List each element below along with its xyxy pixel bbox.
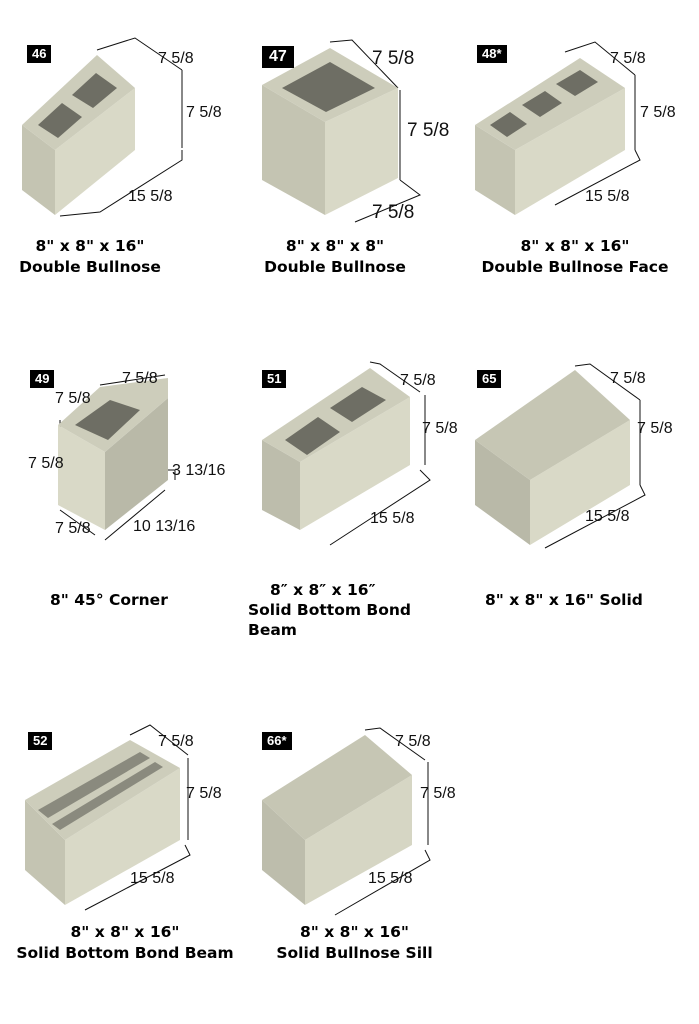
block-end-face bbox=[262, 85, 325, 215]
block-long-face bbox=[65, 768, 180, 905]
block-52-caption: 8" x 8" x 16" Solid Bottom Bond Beam bbox=[10, 922, 240, 964]
block-46-drawing bbox=[22, 55, 135, 215]
caption-size: 8" x 8" x 16" bbox=[520, 237, 630, 255]
caption-name: Solid Bottom Bond Beam bbox=[16, 944, 234, 962]
caption-name: Double Bullnose Face bbox=[481, 258, 669, 276]
block-48-drawing bbox=[475, 58, 625, 215]
block-47-drawing bbox=[262, 48, 398, 215]
block-number-badge: 51 bbox=[262, 370, 287, 388]
block-47-caption: 8" x 8" x 8" Double Bullnose bbox=[255, 236, 415, 278]
dimension-length: 15 5/8 bbox=[368, 870, 413, 887]
dimension-depth: 7 5/8 bbox=[400, 372, 436, 389]
block-end-face bbox=[58, 425, 105, 530]
block-number-badge: 49 bbox=[30, 370, 55, 388]
block-long-face bbox=[300, 397, 410, 530]
dimension-height: 7 5/8 bbox=[407, 120, 450, 141]
block-core-hole bbox=[330, 387, 386, 422]
block-long-face bbox=[105, 398, 168, 530]
dimension-height: 7 5/8 bbox=[420, 785, 456, 802]
dimension-length: 15 5/8 bbox=[585, 188, 630, 205]
block-65-caption: 8" x 8" x 16" Solid bbox=[485, 590, 643, 611]
block-top-face bbox=[262, 735, 412, 840]
block-long-face bbox=[530, 420, 630, 545]
caption-size: 8" x 8" x 16" bbox=[35, 237, 145, 255]
block-core-hole bbox=[72, 73, 117, 108]
dimension-top: 7 5/8 bbox=[122, 370, 158, 387]
dimension-height: 7 5/8 bbox=[422, 420, 458, 437]
block-number-badge: 48* bbox=[477, 45, 507, 63]
block-number-badge: 65 bbox=[477, 370, 502, 388]
block-long-face bbox=[305, 775, 412, 905]
block-number-badge: 46 bbox=[27, 45, 52, 63]
block-66-caption: 8" x 8" x 16" Solid Bullnose Sill bbox=[262, 922, 447, 964]
dimension-depth: 7 5/8 bbox=[158, 50, 194, 67]
caption-name: Solid Bullnose Sill bbox=[276, 944, 433, 962]
block-core-hole bbox=[522, 91, 562, 117]
block-number-badge: 52 bbox=[28, 732, 53, 750]
caption-name: 8" 45° Corner bbox=[50, 591, 168, 609]
block-46-caption: 8" x 8" x 16" Double Bullnose bbox=[10, 236, 170, 278]
caption-size: 8" x 8" x 16" bbox=[300, 923, 409, 941]
dimension-depth: 7 5/8 bbox=[55, 390, 91, 407]
block-channel bbox=[38, 752, 150, 818]
block-core-hole bbox=[490, 112, 527, 137]
dimension-depth: 7 5/8 bbox=[395, 733, 431, 750]
block-core-hole bbox=[285, 417, 340, 455]
dimension-length: 10 13/16 bbox=[133, 518, 196, 535]
caption-name-cont: Beam bbox=[248, 621, 297, 639]
dimension-depth: 7 5/8 bbox=[372, 48, 415, 69]
block-top-face bbox=[25, 740, 180, 840]
block-core-hole bbox=[75, 400, 140, 440]
block-number-badge: 66* bbox=[262, 732, 292, 750]
dimension-length: 15 5/8 bbox=[585, 508, 630, 525]
caption-name: Solid Bottom Bond bbox=[248, 601, 411, 619]
block-end-face bbox=[262, 440, 300, 530]
block-long-face bbox=[325, 88, 398, 215]
caption-name: Double Bullnose bbox=[264, 258, 406, 276]
caption-name: Double Bullnose bbox=[19, 258, 161, 276]
dimension-length: 7 5/8 bbox=[372, 202, 415, 223]
block-end-face bbox=[262, 800, 305, 905]
dimension-length: 15 5/8 bbox=[128, 188, 173, 205]
dimension-depth: 7 5/8 bbox=[610, 50, 646, 67]
block-end-face bbox=[475, 440, 530, 545]
caption-size: 8" x 8" x 16" bbox=[70, 923, 180, 941]
dimension-height: 7 5/8 bbox=[186, 785, 222, 802]
block-core-hole bbox=[282, 62, 375, 112]
block-top-face bbox=[475, 370, 630, 480]
block-core-hole bbox=[556, 70, 598, 96]
block-66-drawing bbox=[262, 735, 412, 905]
dimension-height: 7 5/8 bbox=[637, 420, 673, 437]
dimension-length: 15 5/8 bbox=[370, 510, 415, 527]
block-end-face bbox=[475, 125, 515, 215]
caption-size: 8" x 8" x 8" bbox=[285, 237, 385, 255]
block-core-hole bbox=[38, 103, 82, 138]
dimension-depth: 7 5/8 bbox=[158, 733, 194, 750]
dimension-width: 7 5/8 bbox=[55, 520, 91, 537]
dimension-depth: 7 5/8 bbox=[610, 370, 646, 387]
block-number-badge: 47 bbox=[262, 46, 294, 68]
block-52-drawing bbox=[25, 740, 180, 905]
block-65-drawing bbox=[475, 370, 630, 545]
block-long-face bbox=[515, 88, 625, 215]
caption-name: 8" x 8" x 16" Solid bbox=[485, 591, 643, 609]
block-51-caption: 8″ x 8″ x 16″ Solid Bottom Bond Beam bbox=[248, 580, 411, 640]
block-49-drawing bbox=[58, 378, 168, 530]
block-51-drawing bbox=[262, 368, 410, 530]
block-end-face bbox=[25, 800, 65, 905]
block-49-caption: 8" 45° Corner bbox=[50, 590, 168, 611]
dimension-height: 7 5/8 bbox=[186, 104, 222, 121]
dimension-length: 15 5/8 bbox=[130, 870, 175, 887]
block-end-face bbox=[22, 125, 55, 215]
block-48-caption: 8" x 8" x 16" Double Bullnose Face bbox=[472, 236, 678, 278]
dimension-height: 7 5/8 bbox=[28, 455, 64, 472]
block-channel bbox=[52, 762, 163, 830]
caption-size: 8″ x 8″ x 16″ bbox=[270, 581, 376, 599]
block-long-face bbox=[55, 88, 135, 215]
dimension-offset: 3 13/16 bbox=[172, 462, 226, 479]
dimension-height: 7 5/8 bbox=[640, 104, 676, 121]
